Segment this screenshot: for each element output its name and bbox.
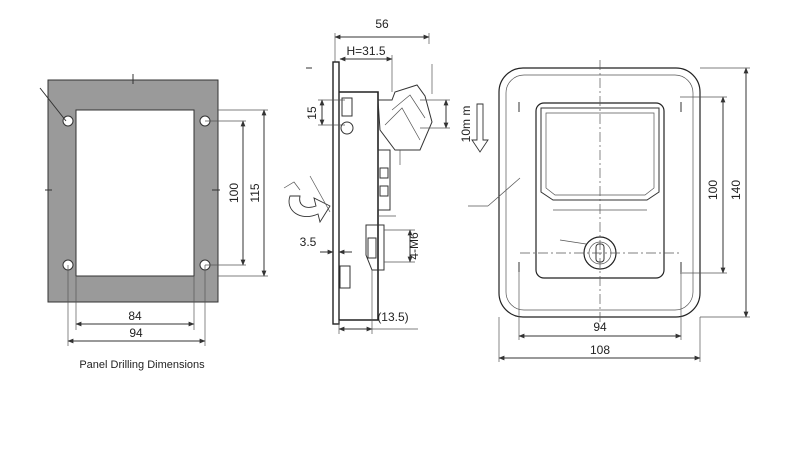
side-dim-10mm: 10m m (459, 106, 473, 143)
side-dim-3-5: 3.5 (300, 235, 317, 249)
side-plate (332, 61, 340, 325)
side-dim-15: 15 (305, 106, 319, 120)
panel-dim-100: 100 (227, 183, 241, 203)
front-dim-100: 100 (706, 180, 720, 200)
panel-drilling-view: 84 94 100 115 Panel Drilling Dimensions (39, 74, 268, 371)
panel-dim-94: 94 (129, 326, 143, 340)
rotate-arrow-icon (288, 195, 331, 224)
panel-dim-84: 84 (128, 309, 142, 323)
panel-cutout (75, 109, 195, 277)
front-dim-108: 108 (590, 343, 610, 357)
side-dim-56: 56 (375, 17, 389, 31)
mounting-hole-top-left (62, 115, 74, 127)
panel-dim-115: 115 (248, 183, 262, 202)
front-dim-140: 140 (729, 180, 743, 200)
front-dim-94: 94 (593, 320, 607, 334)
side-dim-m6: 4-M6 (407, 232, 421, 260)
side-view: 56 H=31.5 15 10m m (283, 17, 489, 334)
panel-caption: Panel Drilling Dimensions (79, 359, 205, 371)
front-view: 100 140 94 108 (468, 60, 750, 362)
side-dim-h: H=31.5 (346, 44, 385, 58)
down-arrow-icon (471, 103, 489, 153)
side-dim-13-5: (13.5) (377, 310, 408, 324)
